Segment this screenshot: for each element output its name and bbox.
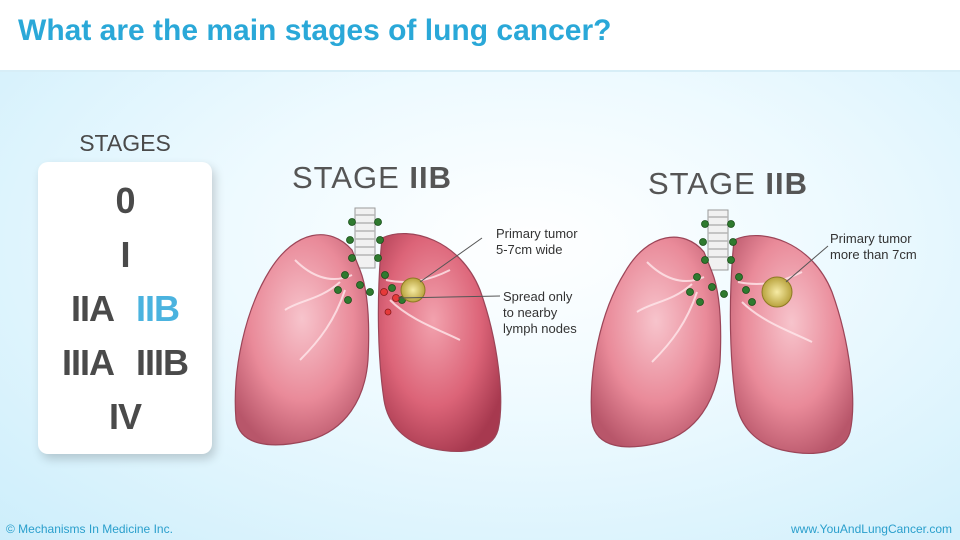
annotation-tumor-size-2: Primary tumor more than 7cm xyxy=(830,231,917,262)
lymph-nodes xyxy=(686,220,756,306)
lymph-nodes xyxy=(334,218,406,304)
stage-label: IIIA xyxy=(61,342,115,383)
trachea-rings xyxy=(708,216,728,258)
stage-row-2: IIA IIB xyxy=(38,288,212,330)
affected-lymph-nodes xyxy=(380,288,400,316)
stage-row-3: IIIA IIIB xyxy=(38,342,212,384)
stage-row-1: I xyxy=(38,234,212,276)
title-bar: What are the main stages of lung cancer? xyxy=(0,0,960,72)
footer-website-link[interactable]: www.YouAndLungCancer.com xyxy=(791,522,952,536)
stage-row-0: 0 xyxy=(38,180,212,222)
stage-label: 0 xyxy=(115,180,135,221)
leader-line xyxy=(785,245,829,283)
stage-label: I xyxy=(120,234,130,275)
panel-title-2: STAGE IIB xyxy=(648,166,808,202)
footer-copyright: © Mechanisms In Medicine Inc. xyxy=(6,522,173,536)
panel-title-prefix: STAGE xyxy=(648,166,756,201)
page-title: What are the main stages of lung cancer? xyxy=(18,14,612,47)
trachea xyxy=(354,207,376,269)
stage-label: IIA xyxy=(70,288,115,329)
stage-label: IIIB xyxy=(136,342,189,383)
bronchi xyxy=(284,259,461,361)
leader-line xyxy=(397,295,501,299)
panel-title-stage: IIB xyxy=(409,160,453,195)
trachea-rings xyxy=(355,214,375,256)
annotation-tumor-size-1: Primary tumor 5-7cm wide xyxy=(496,226,578,257)
stage-label: IV xyxy=(108,396,142,437)
trachea xyxy=(707,209,729,271)
right-lung xyxy=(729,235,854,454)
stage-row-4: IV xyxy=(38,396,212,438)
annotation-lymph-spread: Spread only to nearby lymph nodes xyxy=(503,289,577,336)
panel-title-1: STAGE IIB xyxy=(292,160,452,196)
panel-title-prefix: STAGE xyxy=(292,160,400,195)
primary-tumor xyxy=(761,276,793,308)
stages-heading: STAGES xyxy=(79,130,171,156)
stages-card: 0 I IIA IIB IIIA IIIB IV xyxy=(38,162,212,454)
stage-label-highlighted: IIB xyxy=(136,288,180,329)
left-lung xyxy=(590,236,722,448)
right-lung xyxy=(377,233,502,452)
primary-tumor xyxy=(400,277,426,303)
panel-title-stage: IIB xyxy=(765,166,809,201)
leader-line xyxy=(419,237,483,283)
lung-diagram-1 xyxy=(234,207,502,452)
lung-diagram-2 xyxy=(590,209,854,454)
